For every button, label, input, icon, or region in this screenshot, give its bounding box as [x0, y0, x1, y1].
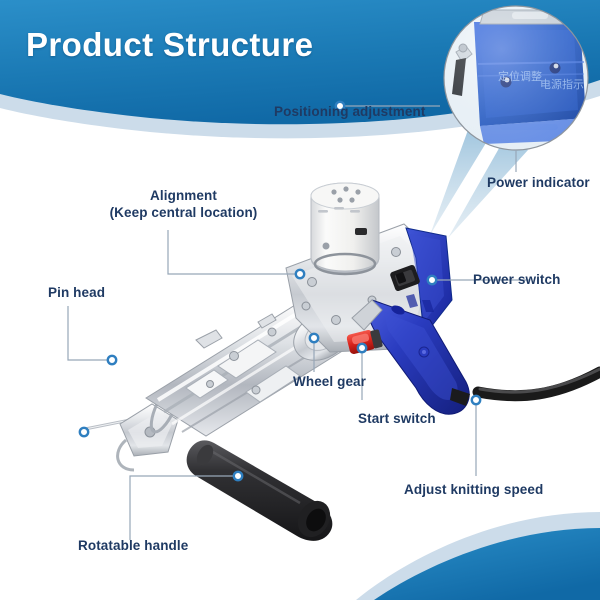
callout-label-alignment-line2: (Keep central location)	[109, 205, 258, 220]
callout-label-adjust-knitting-speed: Adjust knitting speed	[404, 482, 544, 497]
leader-dots	[78, 100, 482, 482]
dot-start-switch	[356, 342, 368, 354]
callout-label-wheel-gear: Wheel gear	[293, 374, 367, 389]
callout-label-alignment: Alignment (Keep central location)	[96, 187, 271, 221]
pistol-grip	[367, 294, 470, 415]
dot-pin-head	[106, 354, 118, 366]
callout-label-rotatable-handle: Rotatable handle	[78, 538, 189, 553]
dot-alignment	[294, 268, 306, 280]
power-cord	[472, 366, 600, 402]
motor-cylinder	[310, 182, 380, 276]
dot-positioning-adjustment	[334, 100, 346, 112]
power-cord-highlight	[478, 367, 600, 394]
callout-label-power-indicator: Power indicator	[487, 175, 590, 190]
leader-pin-head	[67, 306, 112, 361]
power-switch-part	[390, 265, 420, 291]
callout-label-alignment-line1: Alignment	[150, 188, 217, 203]
leader-rotatable-handle	[129, 475, 238, 540]
dot-needle-tip	[78, 426, 90, 438]
page-title: Product Structure	[26, 26, 314, 63]
dot-adjust-knitting-speed	[470, 394, 482, 406]
leader-alignment	[167, 230, 300, 275]
pin-head-assembly	[79, 382, 181, 472]
rotatable-handle-part	[186, 440, 333, 541]
callout-label-positioning-adjustment: Positioning adjustment	[274, 104, 426, 119]
callout-label-pin-head: Pin head	[48, 285, 106, 300]
dot-rotatable-handle	[232, 470, 244, 482]
detail-zoom-circle-group: 定位调整 电源指示	[443, 5, 589, 151]
callout-label-power-switch: Power switch	[473, 272, 561, 287]
callout-label-start-switch: Start switch	[358, 411, 436, 426]
start-switch-part	[346, 299, 383, 354]
leader-lines	[67, 105, 530, 540]
dot-wheel-gear	[308, 332, 320, 344]
dot-power-switch	[426, 274, 438, 286]
